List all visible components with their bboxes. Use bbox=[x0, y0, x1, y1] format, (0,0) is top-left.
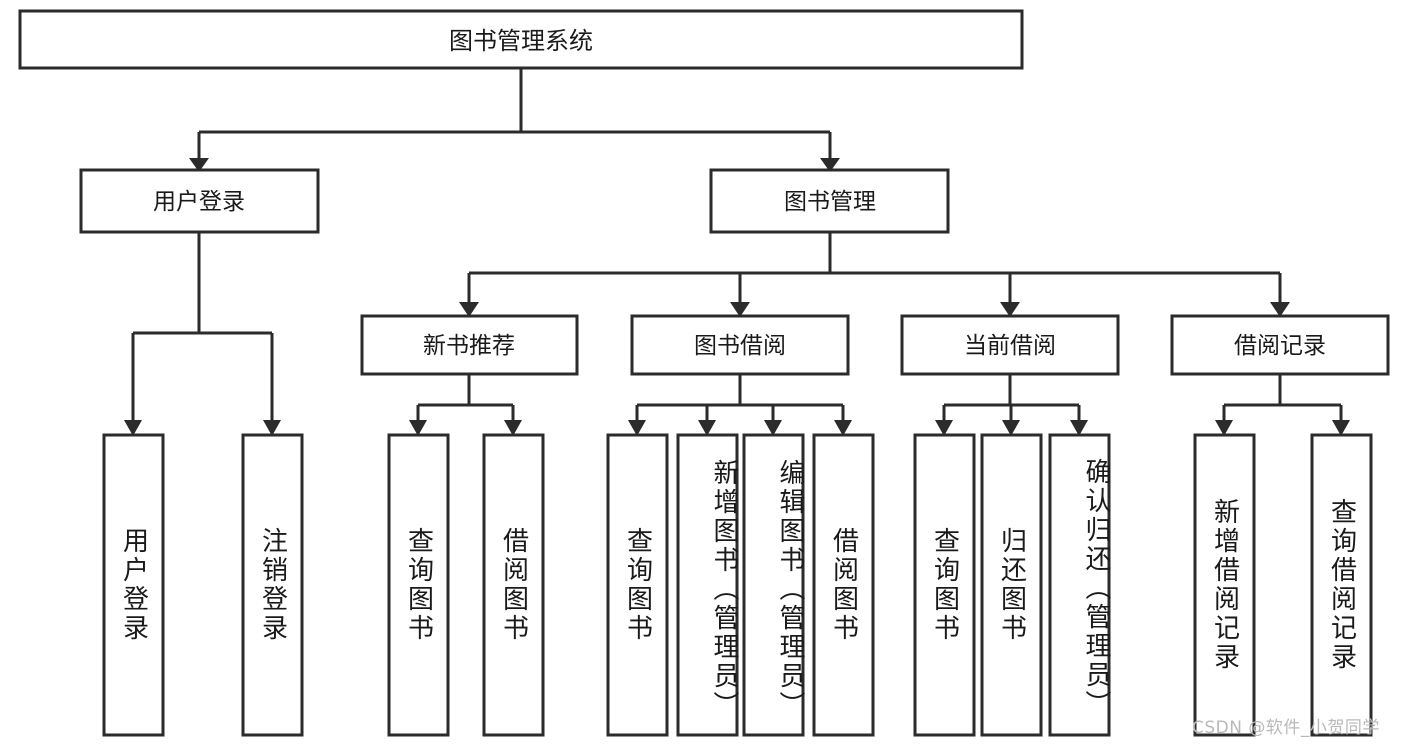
leaf-boxes-new-book-recommend bbox=[387, 433, 545, 737]
node-book-borrow[interactable]: 图书借阅 bbox=[630, 314, 850, 376]
connectors-current-borrow-to-leaves bbox=[935, 374, 1088, 436]
leaf-box[interactable] bbox=[742, 433, 805, 737]
node-current-borrow-label: 当前借阅 bbox=[964, 333, 1056, 359]
node-root[interactable]: 图书管理系统 bbox=[18, 9, 1024, 70]
leaf-boxes-book-borrow bbox=[606, 433, 875, 737]
node-user-login-label: 用户登录 bbox=[153, 189, 245, 215]
node-book-borrow-label: 图书借阅 bbox=[694, 333, 786, 359]
node-user-login[interactable]: 用户登录 bbox=[79, 168, 320, 234]
leaf-boxes-borrow-record bbox=[1193, 433, 1373, 737]
node-book-management-label: 图书管理 bbox=[784, 189, 876, 215]
leaf-box[interactable] bbox=[812, 433, 875, 737]
connectors-borrow-record-to-leaves bbox=[1215, 374, 1350, 436]
connectors-user-login-to-leaves bbox=[124, 232, 281, 436]
connectors-new-book-to-leaves bbox=[409, 374, 522, 436]
leaf-box[interactable] bbox=[102, 433, 165, 737]
leaf-box[interactable] bbox=[676, 433, 739, 737]
leaf-box[interactable] bbox=[913, 433, 976, 737]
connectors-level2-to-level3 bbox=[459, 232, 1290, 317]
leaf-box[interactable] bbox=[1310, 433, 1373, 737]
leaf-box[interactable] bbox=[1048, 433, 1111, 737]
leaf-box[interactable] bbox=[241, 433, 304, 737]
node-book-management[interactable]: 图书管理 bbox=[709, 168, 950, 234]
connectors-book-borrow-to-leaves bbox=[628, 374, 852, 436]
node-current-borrow[interactable]: 当前借阅 bbox=[900, 314, 1120, 376]
leaf-box[interactable] bbox=[482, 433, 545, 737]
leaf-box[interactable] bbox=[1193, 433, 1256, 737]
node-new-book-recommend[interactable]: 新书推荐 bbox=[360, 314, 579, 376]
node-root-label: 图书管理系统 bbox=[449, 27, 593, 55]
leaf-box[interactable] bbox=[387, 433, 450, 737]
node-new-book-recommend-label: 新书推荐 bbox=[423, 333, 515, 359]
node-borrow-record-label: 借阅记录 bbox=[1234, 333, 1326, 359]
leaf-boxes-current-borrow bbox=[913, 433, 1111, 737]
leaf-boxes-user-login bbox=[102, 433, 304, 737]
leaf-box[interactable] bbox=[980, 433, 1043, 737]
connectors-root-to-level2 bbox=[189, 68, 840, 172]
csdn-watermark: CSDN @软件_小贺同学 bbox=[1192, 718, 1380, 738]
leaf-box[interactable] bbox=[606, 433, 669, 737]
node-borrow-record[interactable]: 借阅记录 bbox=[1170, 314, 1390, 376]
